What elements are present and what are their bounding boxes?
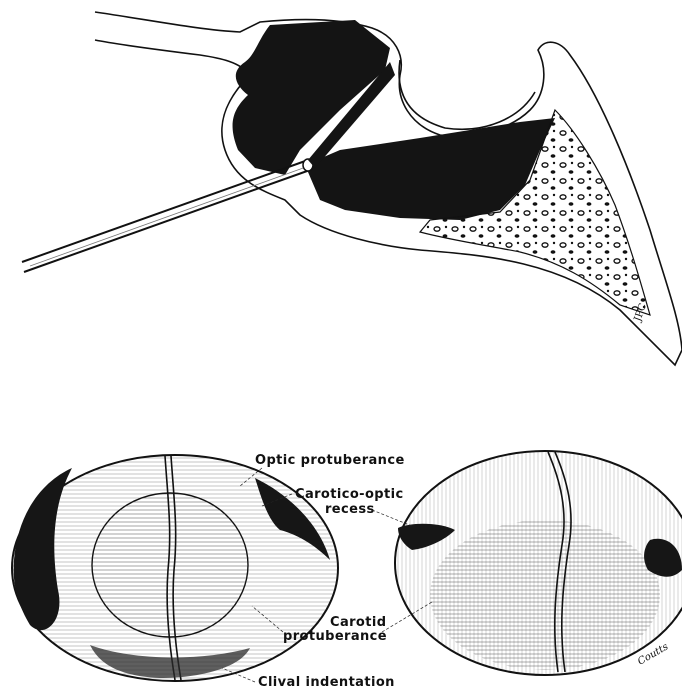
endoscopic-view-left xyxy=(12,455,338,681)
label-carotico-optic-line2: recess xyxy=(325,502,375,517)
endoscopic-view-right: Coutts xyxy=(395,451,682,675)
sella-turcica-outline xyxy=(399,60,535,129)
label-carotid-line2: protuberance xyxy=(283,629,387,644)
leader-carotico-optic-right xyxy=(372,510,412,526)
sagittal-section-drawing: JPC xyxy=(22,12,682,365)
label-carotid-line1: Carotid xyxy=(330,615,386,630)
endoscope xyxy=(22,159,313,272)
label-carotico-optic-line1: Carotico-optic xyxy=(295,487,404,502)
label-optic-protuberance: Optic protuberance xyxy=(255,453,405,468)
label-clival-indentation: Clival indentation xyxy=(258,675,395,690)
